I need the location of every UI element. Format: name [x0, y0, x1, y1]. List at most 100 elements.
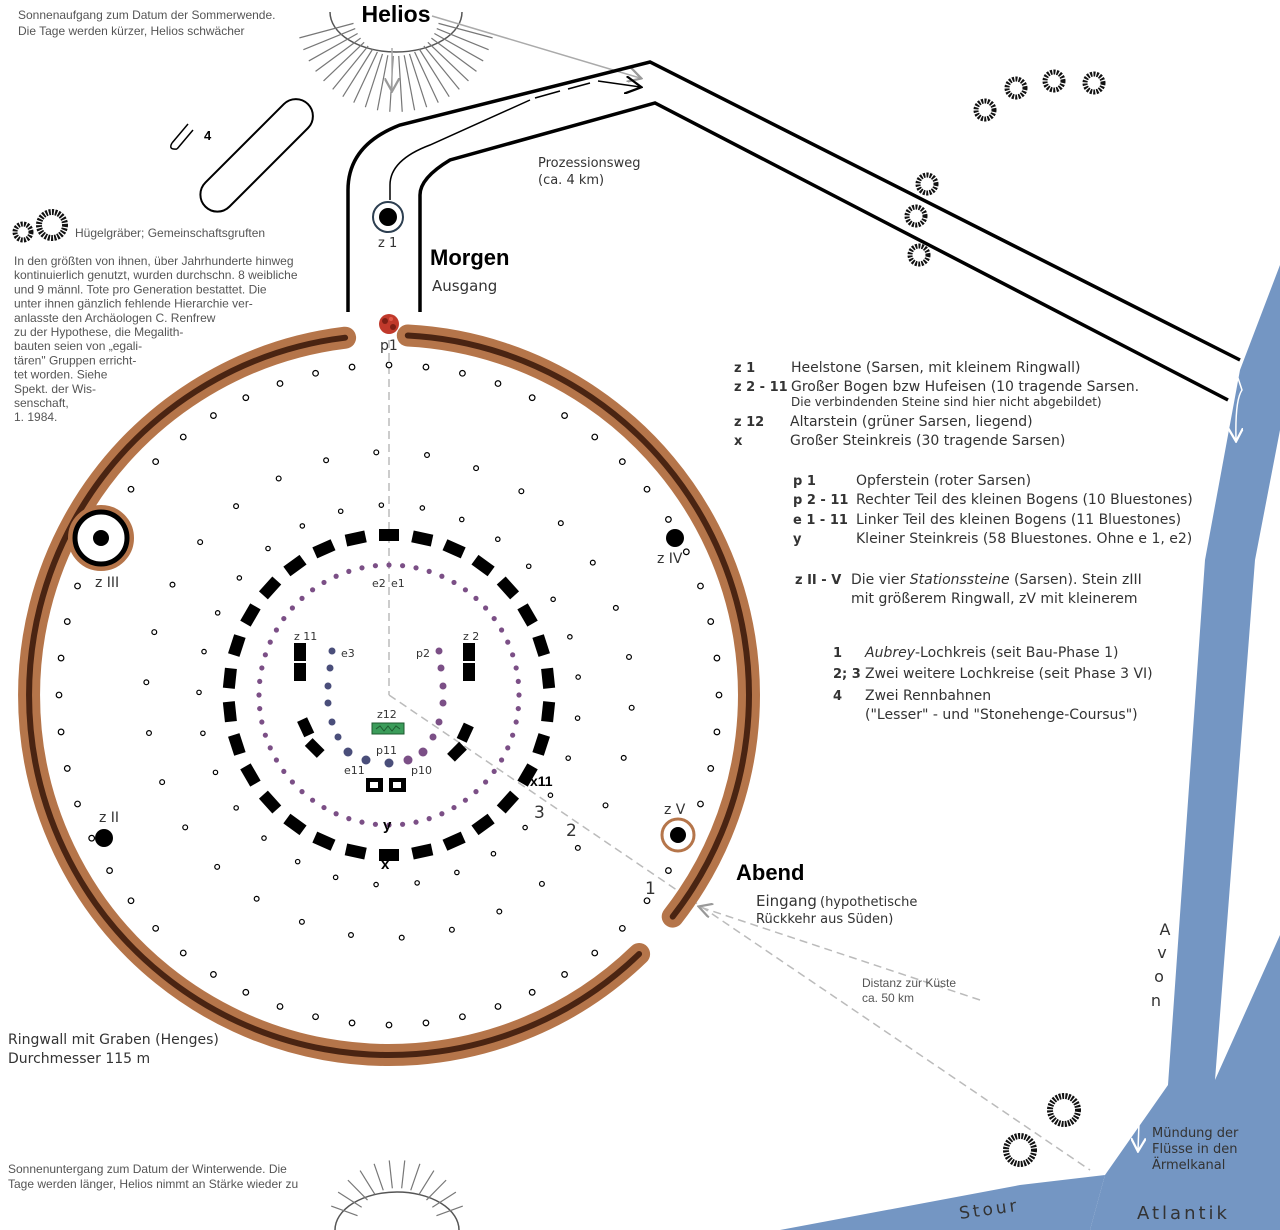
sun-ray [315, 37, 361, 72]
bluestone-circle-y [256, 562, 522, 828]
bluestone [462, 587, 469, 593]
sun-direction-lines [392, 15, 640, 90]
sun-ray [337, 1191, 362, 1208]
sun-ray [359, 1170, 376, 1195]
heelstone-z1 [372, 201, 404, 233]
hole-marker [233, 805, 239, 811]
avon-letter-v: v [1157, 943, 1166, 962]
barrows-note-line: bauten seien von „egali- [14, 339, 142, 353]
legend-text: Die vier Stationssteine (Sarsen). Stein … [851, 572, 1142, 588]
hole-marker [561, 412, 568, 419]
hole-marker [152, 924, 160, 932]
hole-marker [179, 949, 187, 957]
bluestone [262, 652, 268, 658]
label-z2: z 2 [463, 630, 479, 643]
hole-marker [665, 516, 672, 523]
legend-key: y [793, 532, 802, 547]
hole-marker [294, 858, 301, 865]
hole-marker [55, 691, 63, 699]
barrows-note: In den größten von ihnen, über Jahrhunde… [14, 254, 298, 424]
bluestone [267, 639, 273, 645]
sarsen-stone [442, 831, 466, 851]
hole-marker [276, 380, 284, 387]
sun-ray [403, 55, 416, 111]
bluestone [473, 789, 479, 795]
sun-ray [414, 51, 439, 103]
hole-marker [233, 503, 240, 510]
winter-note-line1: Sonnenuntergang zum Datum der Winterwend… [8, 1162, 287, 1176]
hole-marker [169, 581, 176, 588]
hole-marker [312, 369, 319, 377]
bluestone [372, 821, 379, 827]
bluestone [516, 692, 522, 698]
hole-marker [337, 508, 344, 515]
hole-marker [419, 505, 426, 511]
abend-title: Abend [736, 860, 804, 885]
hole-marker [106, 867, 113, 874]
hole-marker [261, 835, 267, 841]
hole-marker [567, 634, 573, 640]
bluestone [346, 816, 352, 822]
legend-key: p 2 - 11 [793, 493, 848, 508]
muendung-line3: Ärmelkanal [1152, 1157, 1225, 1173]
barrow-mound [1082, 71, 1106, 95]
barrow-mound [1042, 69, 1066, 93]
label-zII: z II [99, 810, 119, 826]
bluestone [515, 705, 521, 712]
altar-stone-z12 [371, 722, 405, 735]
hole-marker [74, 582, 81, 590]
bluestone [256, 692, 262, 698]
bluestone-p [437, 664, 445, 672]
hole-marker [665, 867, 672, 874]
hole-marker [298, 918, 305, 925]
label-e11: e11 [344, 764, 365, 777]
hole-marker [127, 897, 135, 905]
bluestone [273, 627, 280, 633]
hole-marker [422, 1019, 430, 1027]
bluestone [259, 719, 265, 725]
barrows-note-line: 1. 1984. [14, 410, 57, 424]
bluestone [299, 789, 305, 795]
hole-marker [557, 520, 564, 527]
hole-marker [275, 475, 282, 482]
label-ring-2: 2 [566, 821, 577, 841]
bluestone [257, 705, 263, 712]
hole-marker [323, 457, 330, 464]
bluestone-p [403, 755, 413, 765]
bluestone-e [326, 664, 334, 672]
bluestone [439, 573, 445, 579]
bluestone [505, 639, 511, 645]
bluestone [281, 615, 287, 622]
sarsen-stone [442, 539, 466, 559]
hole-marker [574, 715, 581, 721]
sun-ray [342, 48, 374, 97]
helios-label: Helios [361, 1, 430, 27]
bluestone [333, 573, 339, 579]
hole-marker [57, 654, 65, 662]
hole-marker [398, 934, 405, 941]
legend-key: 4 [833, 689, 842, 704]
hole-marker [236, 575, 243, 581]
bluestone [386, 822, 392, 828]
bluestone [462, 797, 469, 803]
bluestone [267, 745, 273, 751]
hole-marker [697, 800, 704, 808]
sarsen-stone [240, 763, 261, 787]
hole-marker [299, 523, 306, 529]
racecourse-lesser-cursus [170, 98, 314, 213]
hole-marker [143, 679, 150, 686]
hole-marker [565, 755, 571, 761]
hole-marker [57, 728, 65, 736]
hole-marker [591, 949, 599, 957]
barrows-note-line: und 9 männl. Tote pro Generation bestatt… [14, 282, 267, 296]
legend-text: Großer Steinkreis (30 tragende Sarsen) [790, 433, 1065, 449]
legend-subtext: Die verbindenden Steine sind hier nicht … [791, 395, 1102, 409]
hole-marker [454, 869, 460, 876]
sun-ray [364, 53, 384, 108]
sarsen-stone [283, 554, 307, 577]
sun-ray [436, 1205, 463, 1217]
winter-note-line2: Tage werden länger, Helios nimmt an Stär… [8, 1177, 298, 1191]
sarsen-stone [471, 813, 495, 836]
legend-text: Großer Bogen bzw Hufeisen (10 tragende S… [791, 379, 1139, 395]
